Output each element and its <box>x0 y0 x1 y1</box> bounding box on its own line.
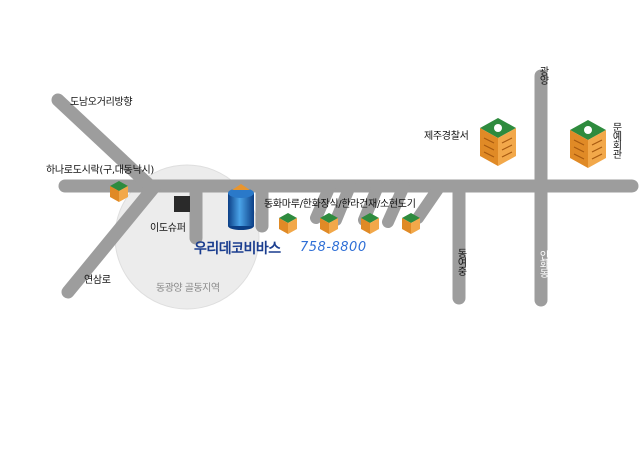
dongyeojung-label: 동여중 <box>455 248 466 275</box>
northwest-road <box>51 93 157 193</box>
police-building-icon <box>480 118 516 166</box>
culture-center-label: 문예회관 <box>610 122 621 158</box>
company-name: 우리데코비바스 <box>194 241 281 257</box>
gwangyang-label: 광양 <box>537 66 548 84</box>
company-tower-icon <box>228 184 254 230</box>
shop-building-icon-4 <box>402 213 420 234</box>
shop-building-icon-3 <box>361 213 379 234</box>
zone-label: 동광양 골동지역 <box>156 283 220 294</box>
side-streets <box>310 180 446 228</box>
northwest-road-label: 도남오거리방향 <box>70 97 133 108</box>
southwest-road <box>61 179 162 299</box>
police-station-label: 제주경찰서 <box>424 131 469 142</box>
shop-building-icon-2 <box>320 213 338 234</box>
shops-label: 동화마루/한화장식/한라건재/소현도기 <box>264 199 416 210</box>
idoshuper-label: 이도슈퍼 <box>150 223 186 234</box>
yeonsamro-label: 연삼로 <box>84 275 111 286</box>
shop-building-icon-1 <box>279 213 297 234</box>
hana-market-building-icon <box>110 181 128 202</box>
company-phone: 758-8800 <box>300 240 367 255</box>
hana-market-label: 하나로도시락(구,대동낙시) <box>46 165 154 176</box>
culture-center-building-icon <box>570 120 606 168</box>
idoshuper-marker <box>174 196 190 212</box>
inhwadong-label: 인화동 <box>537 250 548 277</box>
